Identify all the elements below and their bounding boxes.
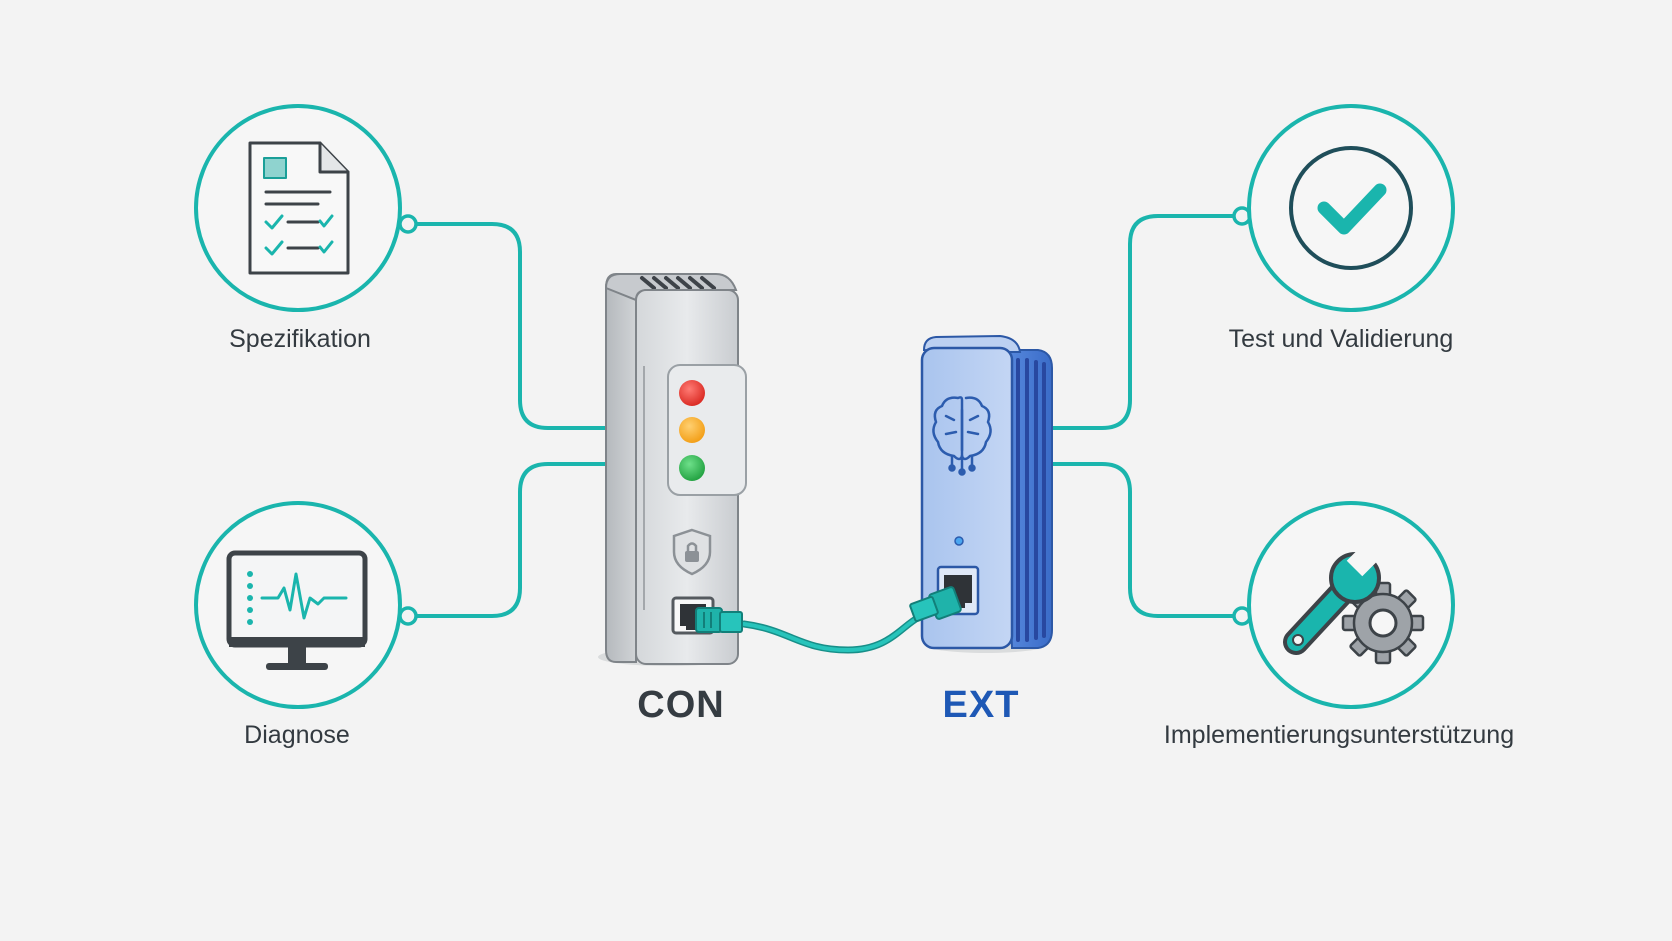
con-device xyxy=(598,273,747,666)
checkmark-circle-icon xyxy=(1289,146,1413,270)
test-label: Test und Validierung xyxy=(1228,325,1454,353)
connector-implementierung xyxy=(1048,462,1244,618)
status-led xyxy=(954,536,964,546)
ext-label: EXT xyxy=(942,684,1020,726)
connector-test xyxy=(1048,214,1244,430)
con-label: CON xyxy=(637,684,725,726)
ethernet-cable xyxy=(740,608,942,654)
led-red xyxy=(679,380,705,406)
led-green xyxy=(679,455,705,481)
ext-vents xyxy=(1016,358,1046,642)
monitor-waveform-icon xyxy=(226,550,368,670)
wrench-shape xyxy=(1283,543,1381,655)
implementierung-label: Implementierungsunterstützung xyxy=(1163,721,1515,749)
ethernet-plug-ext xyxy=(909,586,962,622)
connector-diagnose xyxy=(406,462,610,618)
spezifikation-label: Spezifikation xyxy=(229,325,371,353)
connector-lines xyxy=(406,214,1244,618)
connector-dots xyxy=(398,206,1252,626)
ethernet-plug-con xyxy=(695,607,743,633)
gear-icon xyxy=(1341,581,1425,665)
shield-lock-icon xyxy=(672,528,712,576)
led-amber xyxy=(679,417,705,443)
document-checklist-icon xyxy=(248,141,350,275)
connector-dot xyxy=(398,606,418,626)
connector-spezifikation xyxy=(406,222,610,430)
diagnose-label: Diagnose xyxy=(244,721,350,749)
wrench-gear-icon xyxy=(1283,543,1425,665)
connector-dot xyxy=(398,214,418,234)
con-vents xyxy=(640,276,716,290)
implementierung-node xyxy=(1247,501,1455,709)
brain-circuit-icon xyxy=(932,396,992,476)
ext-device xyxy=(909,334,1053,653)
